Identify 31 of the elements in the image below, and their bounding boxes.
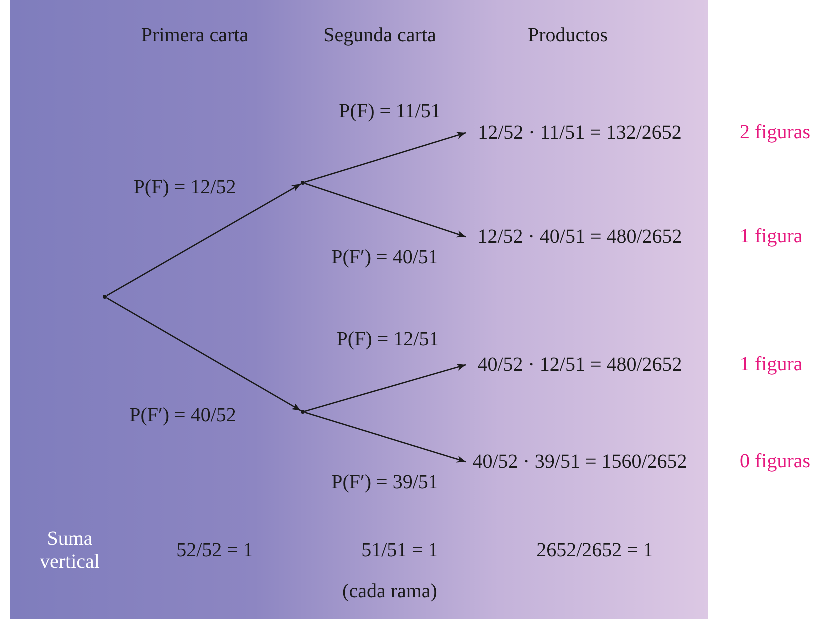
outcome-note: 2 figuras: [740, 122, 811, 144]
edge-label: P(F′) = 40/51: [332, 246, 438, 270]
edge-label: P(F′) = 39/51: [332, 472, 438, 494]
column-header: Segunda carta: [324, 24, 436, 48]
product-expression: 40/52 · 12/51 = 480/2652: [472, 350, 688, 380]
sum-note: 2652/2652 = 1: [536, 540, 654, 562]
arrow: [304, 412, 466, 463]
branch-point: [301, 181, 305, 185]
arrow: [304, 132, 466, 184]
product-expression: 12/52 · 11/51 = 132/2652: [472, 118, 688, 148]
sum-note: Suma vertical: [39, 528, 101, 574]
arrow: [106, 184, 302, 296]
sum-note: 51/51 = 1: [362, 540, 438, 562]
arrow: [106, 298, 302, 412]
column-header: Productos: [528, 24, 608, 48]
outcome-note: 1 figura: [740, 354, 803, 376]
outcome-note: 1 figura: [740, 226, 803, 248]
edge-label: P(F) = 12/51: [336, 328, 440, 352]
arrow: [304, 364, 466, 412]
sum-note: (cada rama): [342, 580, 438, 604]
edge-label: P(F) = 11/51: [339, 100, 441, 124]
column-header: Primera carta: [141, 24, 249, 48]
branch-point: [103, 295, 107, 299]
branch-point: [301, 410, 305, 414]
arrow: [304, 183, 466, 238]
outcome-note: 0 figuras: [740, 450, 811, 474]
product-expression: 12/52 · 40/51 = 480/2652: [472, 222, 688, 252]
edge-label: P(F′) = 40/52: [130, 404, 236, 428]
sum-note: 52/52 = 1: [176, 540, 254, 562]
product-expression: 40/52 · 39/51 = 1560/2652: [472, 447, 688, 477]
edge-label: P(F) = 12/52: [134, 176, 236, 200]
